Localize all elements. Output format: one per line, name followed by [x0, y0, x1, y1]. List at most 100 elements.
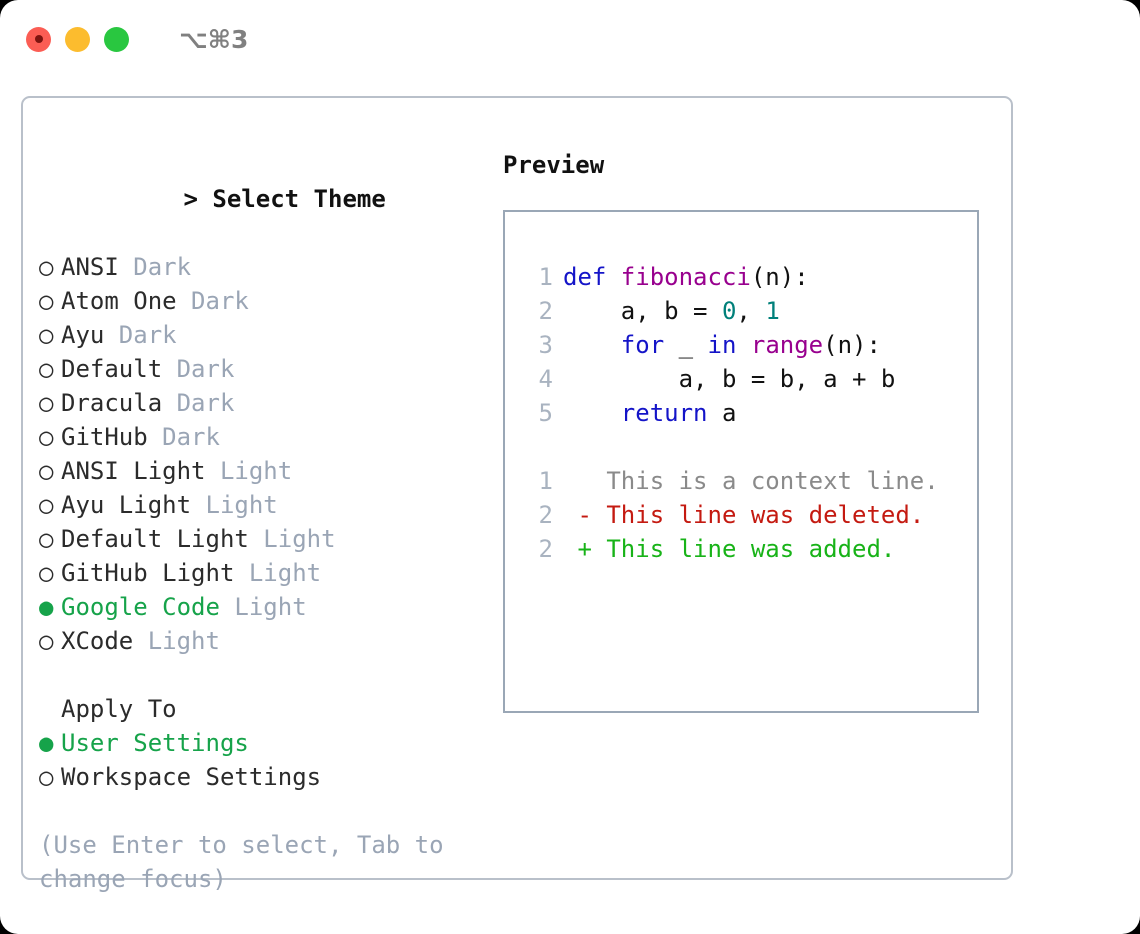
- theme-name-label: Google Code: [61, 593, 220, 621]
- line-number: 1: [538, 467, 553, 495]
- caret-icon: >: [183, 185, 213, 213]
- code-token: (n):: [750, 263, 809, 291]
- radio-unselected-icon: ○: [39, 559, 54, 587]
- traffic-lights: [26, 26, 129, 52]
- theme-list-item[interactable]: ○Atom One Dark: [39, 284, 499, 318]
- theme-name-label: ANSI Light: [61, 457, 206, 485]
- apply-to-title: Apply To: [61, 695, 177, 723]
- select-theme-heading: > Select Theme: [39, 148, 499, 250]
- radio-unselected-icon: ○: [39, 423, 54, 451]
- keyboard-shortcut-label: ⌥⌘3: [179, 24, 249, 54]
- theme-list-item[interactable]: ○Default Dark: [39, 352, 499, 386]
- radio-unselected-icon: ○: [39, 763, 54, 791]
- close-window-button[interactable]: [26, 26, 51, 52]
- minimize-window-button[interactable]: [65, 26, 90, 52]
- theme-list-item[interactable]: ○Ayu Light Light: [39, 488, 499, 522]
- diff-text: This is a context line.: [606, 467, 939, 495]
- columns-layout: > Select Theme ○ANSI Dark○Atom One Dark○…: [23, 98, 1011, 893]
- code-token: a: [707, 399, 737, 427]
- apply-to-label: User Settings: [61, 729, 249, 757]
- code-token: [736, 331, 750, 359]
- apply-to-list: ●User Settings○Workspace Settings: [39, 726, 499, 794]
- code-token: for: [620, 331, 665, 359]
- code-token: in: [707, 331, 737, 359]
- theme-variant-tag: Dark: [162, 389, 235, 417]
- radio-unselected-icon: ○: [39, 457, 54, 485]
- diff-preview: 1 This is a context line. 2 - This line w…: [523, 464, 977, 566]
- theme-list-item[interactable]: ○Dracula Dark: [39, 386, 499, 420]
- theme-name-label: GitHub: [61, 423, 148, 451]
- radio-unselected-icon: ○: [39, 491, 54, 519]
- theme-variant-tag: Light: [248, 525, 336, 553]
- diff-line-add: 2 + This line was added.: [523, 532, 977, 566]
- line-number: 5: [538, 399, 553, 427]
- theme-name-label: ANSI: [61, 253, 119, 281]
- apply-to-list-item[interactable]: ○Workspace Settings: [39, 760, 499, 794]
- code-token: [563, 399, 621, 427]
- theme-list-item[interactable]: ●Google Code Light: [39, 590, 499, 624]
- theme-variant-tag: Light: [133, 627, 220, 655]
- code-token: a, b =: [563, 297, 722, 325]
- line-number: 2: [538, 501, 553, 529]
- theme-list-item[interactable]: ○ANSI Light Light: [39, 454, 499, 488]
- code-token: range: [750, 331, 824, 359]
- radio-unselected-icon: ○: [39, 321, 54, 349]
- diff-marker: [563, 467, 606, 495]
- code-line: 4 a, b = b, a + b: [523, 362, 977, 396]
- line-number: 2: [538, 535, 553, 563]
- code-token: _: [664, 331, 708, 359]
- title-bar: ⌥⌘3: [0, 0, 1140, 78]
- select-theme-title: Select Theme: [212, 185, 386, 213]
- radio-selected-icon: ●: [39, 593, 54, 621]
- code-token: 1: [765, 297, 780, 325]
- radio-selected-icon: ●: [39, 729, 54, 757]
- diff-text: This line was deleted.: [606, 501, 925, 529]
- theme-variant-tag: Dark: [118, 253, 192, 281]
- theme-variant-tag: Light: [234, 559, 322, 587]
- theme-list-item[interactable]: ○ANSI Dark: [39, 250, 499, 284]
- theme-variant-tag: Dark: [176, 287, 249, 315]
- theme-name-label: GitHub Light: [61, 559, 235, 587]
- content-panel: > Select Theme ○ANSI Dark○Atom One Dark○…: [21, 96, 1013, 893]
- list-spacer: [39, 658, 499, 692]
- theme-variant-tag: Dark: [162, 355, 235, 383]
- code-line: 1 def fibonacci(n):: [523, 260, 977, 294]
- apply-to-label: Workspace Settings: [61, 763, 322, 791]
- apply-to-list-item[interactable]: ●User Settings: [39, 726, 499, 760]
- theme-name-label: Default Light: [61, 525, 249, 553]
- preview-heading: Preview: [503, 151, 605, 179]
- theme-list-item[interactable]: ○XCode Light: [39, 624, 499, 658]
- code-line: 5 return a: [523, 396, 977, 430]
- maximize-window-button[interactable]: [104, 26, 129, 52]
- code-line: 3 for _ in range(n):: [523, 328, 977, 362]
- keyboard-hint-text: (Use Enter to select, Tab to change focu…: [39, 831, 459, 893]
- radio-unselected-icon: ○: [39, 525, 54, 553]
- theme-list-item[interactable]: ○Ayu Dark: [39, 318, 499, 352]
- line-number: 4: [538, 365, 553, 393]
- code-token: [563, 331, 621, 359]
- diff-marker: +: [563, 535, 607, 563]
- hint-spacer: [39, 794, 499, 828]
- code-token: def: [563, 263, 621, 291]
- line-number: 2: [538, 297, 553, 325]
- radio-unselected-icon: ○: [39, 389, 54, 417]
- theme-name-label: Dracula: [61, 389, 163, 417]
- theme-list-item[interactable]: ○Default Light Light: [39, 522, 499, 556]
- diff-marker: -: [563, 501, 607, 529]
- line-number: 1: [538, 263, 553, 291]
- theme-list-item[interactable]: ○GitHub Dark: [39, 420, 499, 454]
- radio-unselected-icon: ○: [39, 253, 54, 281]
- radio-unselected-icon: ○: [39, 627, 54, 655]
- theme-name-label: Atom One: [61, 287, 177, 315]
- theme-list-item[interactable]: ○GitHub Light Light: [39, 556, 499, 590]
- theme-variant-tag: Dark: [104, 321, 177, 349]
- theme-name-label: XCode: [61, 627, 134, 655]
- code-token: a, b = b, a + b: [563, 365, 896, 393]
- apply-to-heading: Apply To: [39, 692, 499, 726]
- code-token: fibonacci: [620, 263, 751, 291]
- theme-name-label: Default: [61, 355, 163, 383]
